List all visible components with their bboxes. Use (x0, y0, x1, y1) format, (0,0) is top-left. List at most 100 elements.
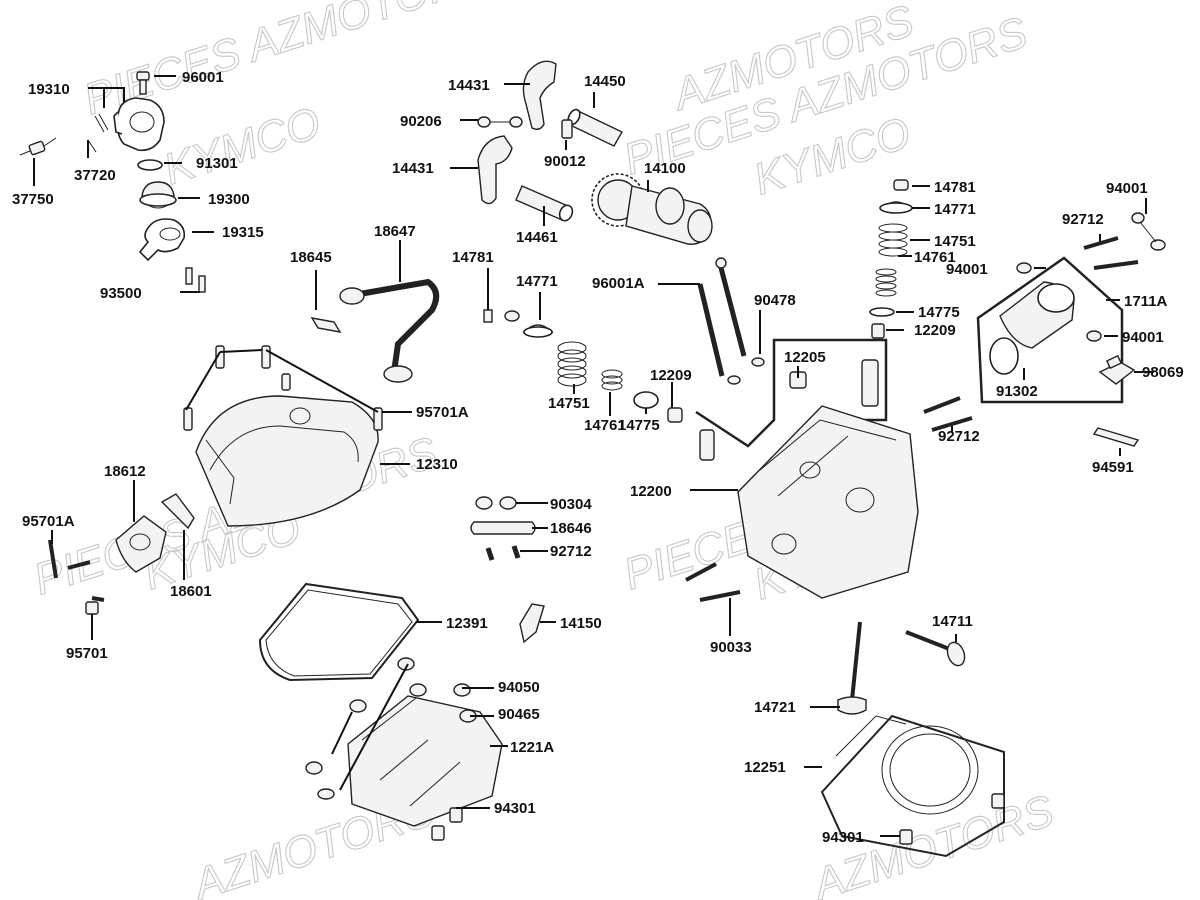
reed-valve-18612 (115, 515, 167, 573)
label-19310: 19310 (28, 81, 70, 98)
o-ring-91301 (137, 159, 163, 171)
stud-92712-mid (485, 547, 495, 561)
label-92712-right: 92712 (1062, 211, 1104, 228)
head-cover-gasket-12391 (258, 582, 420, 682)
label-94001-mid: 94001 (946, 261, 988, 278)
label-18612: 18612 (104, 463, 146, 480)
gasket-18645 (310, 317, 342, 333)
o-ring-91302 (989, 337, 1019, 375)
thermostat-group (19, 71, 206, 293)
label-19300: 19300 (208, 191, 250, 208)
studs-96001A (697, 257, 765, 385)
rocker-support-1221A (305, 657, 503, 841)
dowel-94301a (431, 825, 445, 841)
label-90465: 90465 (498, 706, 540, 723)
strip-94591 (1092, 427, 1140, 447)
label-12209-right: 12209 (914, 322, 956, 339)
label-94050: 94050 (498, 679, 540, 696)
label-95701A-left: 95701A (22, 513, 75, 530)
label-90033: 90033 (710, 639, 752, 656)
label-1221A: 1221A (510, 739, 554, 756)
label-94301-left: 94301 (494, 800, 536, 817)
seat-14775 (869, 307, 895, 317)
label-14431-top: 14431 (448, 77, 490, 94)
spring-14761b (601, 369, 623, 391)
label-94001-top: 94001 (1106, 180, 1148, 197)
label-90206: 90206 (400, 113, 442, 130)
watermark: KYMCO (158, 98, 327, 194)
small-parts-middle (470, 496, 536, 561)
label-92712-center: 92712 (938, 428, 980, 445)
bolt-96001 (136, 71, 150, 95)
label-14751-left: 14751 (548, 395, 590, 412)
label-93500: 93500 (100, 285, 142, 302)
label-94301-right: 94301 (822, 829, 864, 846)
head-cover-12310 (183, 345, 383, 527)
label-12391: 12391 (446, 615, 488, 632)
label-14150: 14150 (560, 615, 602, 632)
label-95701A-top: 95701A (416, 404, 469, 421)
label-12209-left: 12209 (650, 367, 692, 384)
spring-14761 (875, 268, 897, 297)
cylinder-head-12200 (695, 338, 919, 599)
bolt-93500 (185, 267, 206, 293)
stud-92712-right (1083, 236, 1139, 270)
label-14761-left: 14761 (584, 417, 626, 434)
valve-spring-group-right (869, 179, 913, 339)
valve-14711 (905, 630, 966, 667)
label-90012: 90012 (544, 153, 586, 170)
label-92712-mid: 92712 (550, 543, 592, 560)
dowel-94301b (899, 829, 913, 845)
label-14781-right: 14781 (934, 179, 976, 196)
label-14100: 14100 (644, 160, 686, 177)
label-12205: 12205 (784, 349, 826, 366)
camshaft-group (477, 60, 713, 245)
cotter-14781 (893, 179, 909, 191)
intake-manifold-group (976, 212, 1166, 447)
camshaft-14100 (591, 173, 713, 245)
bolt-95701 (85, 596, 105, 615)
label-90478: 90478 (754, 292, 796, 309)
nut-94050 (397, 657, 415, 671)
leader-lines (33, 75, 1154, 837)
injector-98069 (1098, 354, 1136, 385)
label-18601: 18601 (170, 583, 212, 600)
rocker-shaft (567, 108, 623, 147)
label-37720: 37720 (74, 167, 116, 184)
part-14150 (519, 603, 545, 644)
label-91301: 91301 (196, 155, 238, 172)
label-14761-right: 14761 (914, 249, 956, 266)
bolts-95701A-left (48, 539, 91, 579)
label-1711A: 1711A (1124, 293, 1168, 310)
label-96001A: 96001A (592, 275, 645, 292)
nut-94001-mid (1016, 262, 1032, 274)
label-18645: 18645 (290, 249, 332, 266)
label-14461: 14461 (516, 229, 558, 246)
label-14771-left: 14771 (516, 273, 558, 290)
label-94001-low: 94001 (1122, 329, 1164, 346)
label-19315: 19315 (222, 224, 264, 241)
label-91302: 91302 (996, 383, 1038, 400)
spring-14751b (557, 341, 587, 387)
thermostat-cover (138, 218, 186, 262)
label-98069: 98069 (1142, 364, 1184, 381)
spring-14751 (878, 223, 908, 257)
label-14775-right: 14775 (918, 304, 960, 321)
studs-92712-center (923, 396, 973, 432)
label-12310: 12310 (416, 456, 458, 473)
rocker-arm-upper (522, 60, 557, 131)
label-14751-right: 14751 (934, 233, 976, 250)
label-95701: 95701 (66, 645, 108, 662)
temperature-sensor (19, 137, 57, 156)
gasket-18601 (160, 493, 195, 530)
nut-90304 (475, 496, 493, 510)
label-14721: 14721 (754, 699, 796, 716)
label-12200: 12200 (630, 483, 672, 500)
label-18646: 18646 (550, 520, 592, 537)
label-14711: 14711 (932, 613, 973, 630)
label-94591: 94591 (1092, 459, 1134, 476)
seal-12209b (667, 407, 683, 423)
rocker-shaft-14461 (515, 185, 574, 222)
seat-14775b (633, 391, 659, 409)
